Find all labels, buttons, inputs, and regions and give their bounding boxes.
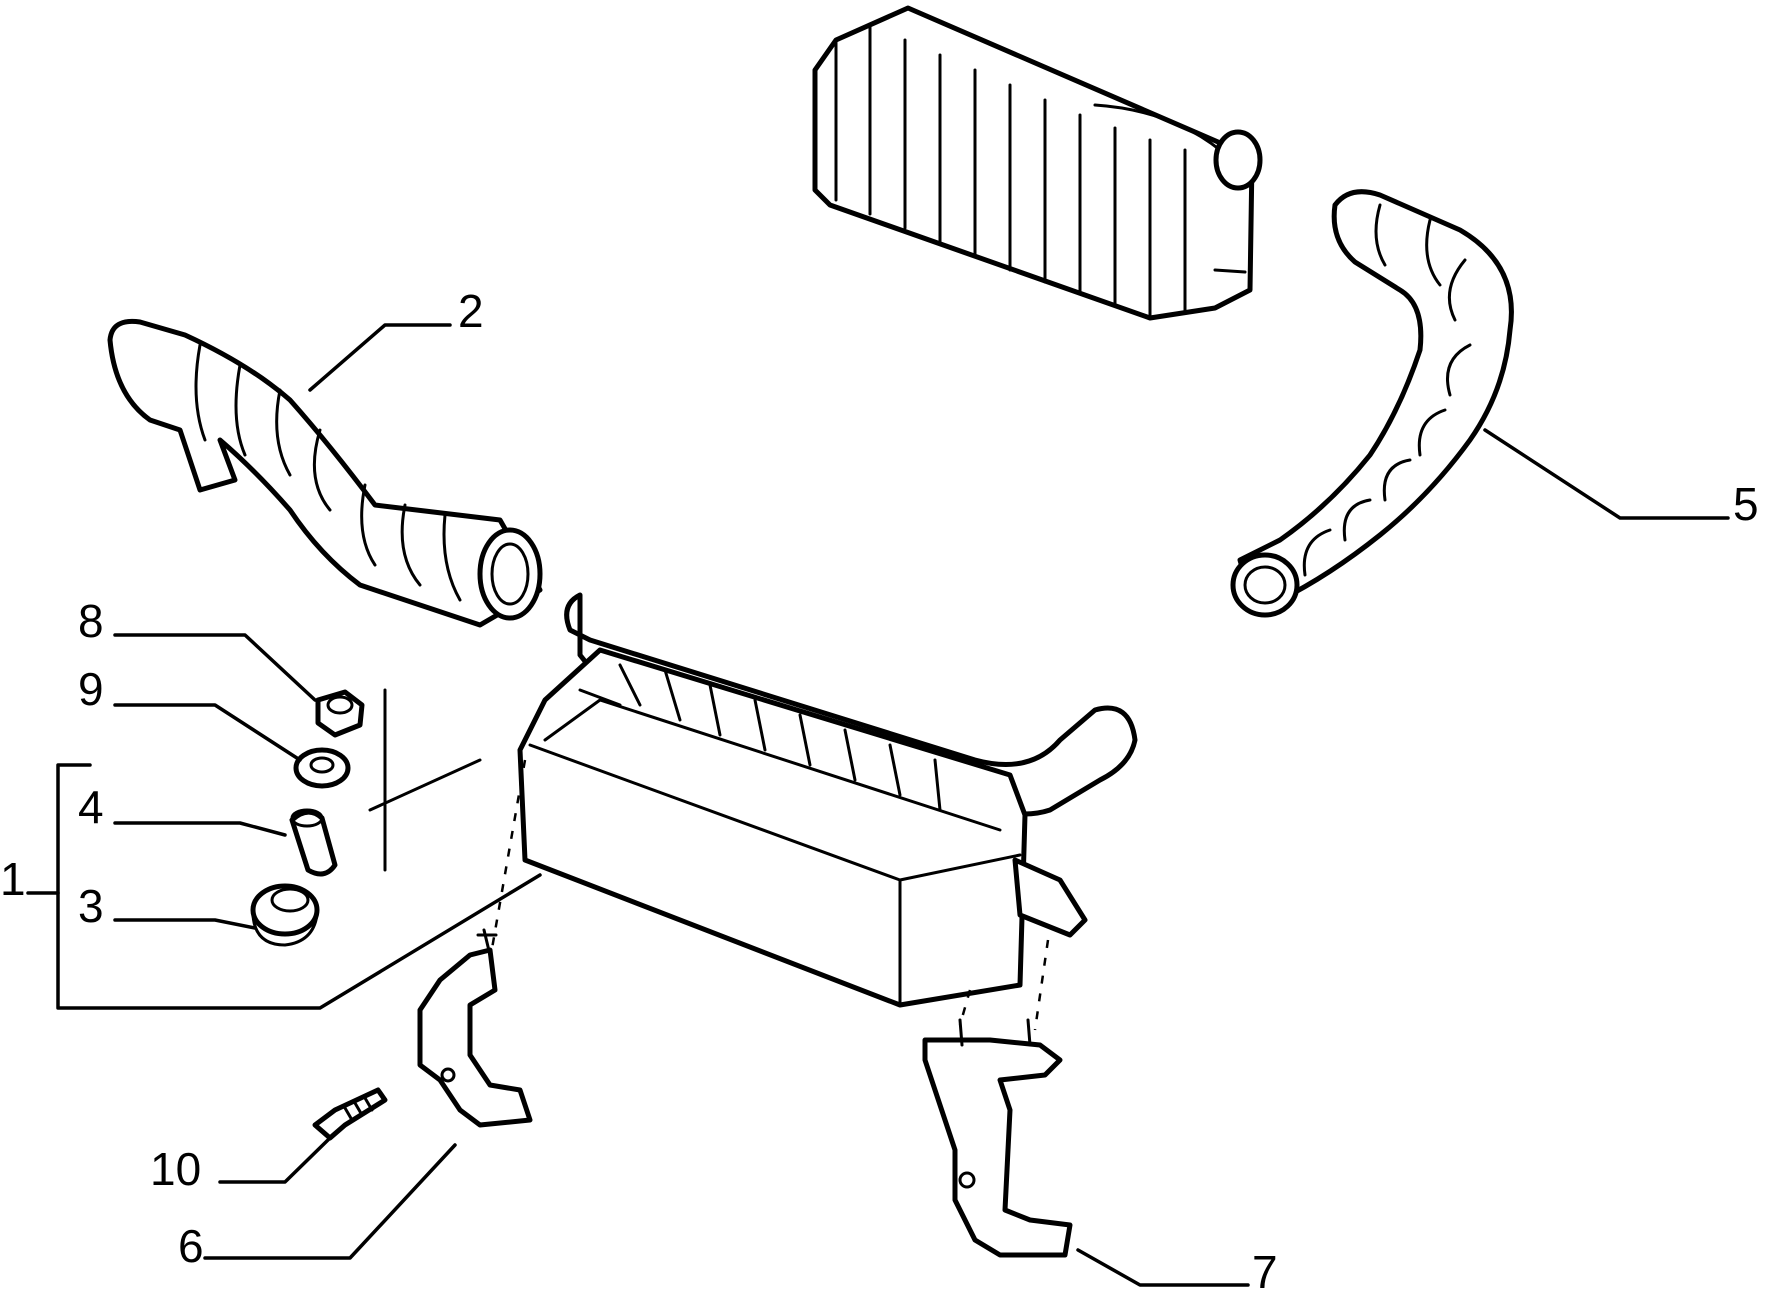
callout-labels: 2 5 8 9 4 1 3 10 6 7 [0, 285, 1759, 1291]
callout-8: 8 [78, 595, 104, 647]
alignment-line-left [488, 759, 527, 961]
callout-3: 3 [78, 880, 104, 932]
callout-5: 5 [1733, 478, 1759, 530]
bolt [312, 1087, 388, 1141]
callout-6: 6 [178, 1220, 204, 1272]
callout-1: 1 [0, 853, 26, 905]
leader-lines [26, 323, 1730, 1287]
left-air-hose [107, 318, 543, 628]
callout-9: 9 [78, 663, 104, 715]
callout-10: 10 [150, 1143, 201, 1195]
washer [293, 747, 351, 789]
intercooler [517, 592, 1138, 1008]
kit-frame-lines [368, 688, 482, 872]
alignment-line-right [1033, 939, 1050, 1031]
spacer [289, 808, 338, 877]
callout-4: 4 [78, 781, 104, 833]
alignment-line-mid [958, 989, 972, 1026]
callout-2: 2 [458, 285, 484, 337]
callout-7: 7 [1252, 1246, 1278, 1291]
nut [315, 689, 365, 738]
left-mounting-bracket [417, 928, 533, 1128]
rubber-bushing [250, 883, 320, 947]
right-mounting-bracket [922, 1018, 1073, 1258]
right-air-hose [1230, 189, 1514, 618]
air-filter-housing [812, 5, 1263, 321]
